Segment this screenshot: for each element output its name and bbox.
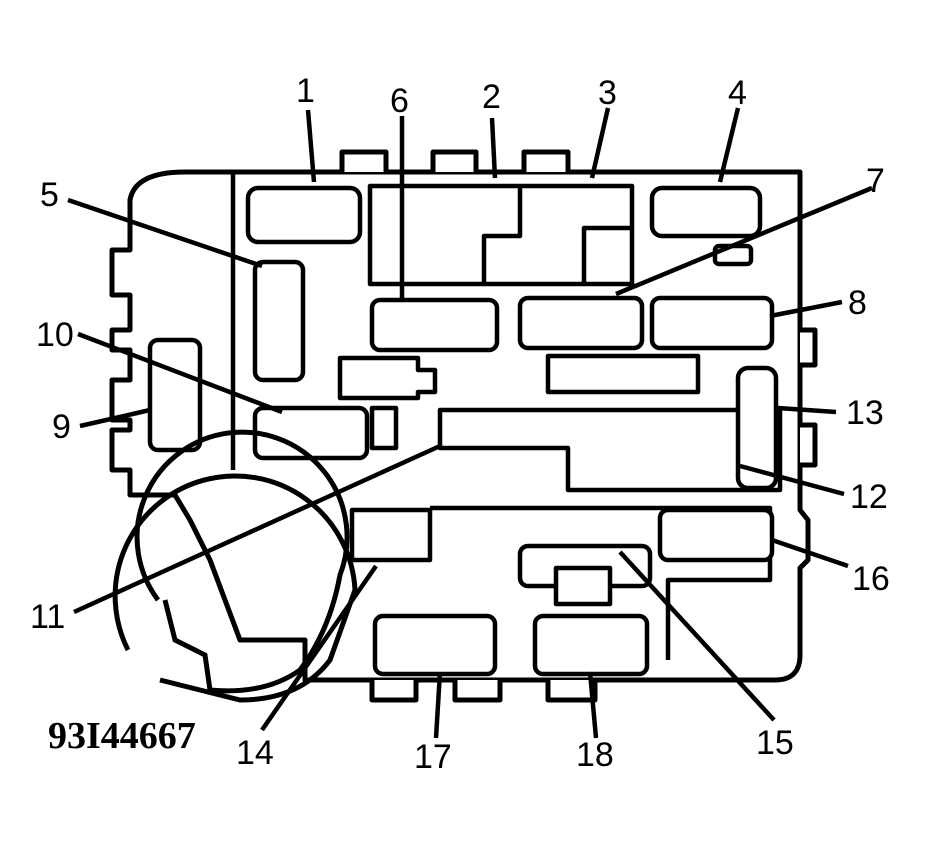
callout-17: 17 bbox=[414, 738, 452, 776]
figure-code: 93I44667 bbox=[48, 715, 196, 757]
relay-4 bbox=[649, 185, 763, 239]
leader-12 bbox=[739, 463, 845, 497]
callout-4: 4 bbox=[728, 74, 747, 112]
relay-2-inner bbox=[481, 186, 523, 284]
relay-7 bbox=[517, 295, 645, 351]
top-tab-2 bbox=[430, 149, 479, 172]
callout-2: 2 bbox=[482, 78, 501, 116]
top-tab-3 bbox=[521, 149, 571, 172]
leader-2 bbox=[489, 117, 498, 179]
callout-10: 10 bbox=[36, 316, 74, 354]
callout-7: 7 bbox=[866, 162, 885, 200]
relay-12-13 bbox=[735, 365, 779, 491]
relay-5 bbox=[252, 259, 306, 383]
callout-14: 14 bbox=[236, 734, 274, 772]
bottom-tab-3 bbox=[545, 680, 598, 703]
leader-1 bbox=[305, 109, 317, 183]
callout-18: 18 bbox=[576, 736, 614, 774]
leader-13 bbox=[777, 405, 837, 415]
callout-6: 6 bbox=[390, 82, 409, 120]
leader-4 bbox=[717, 107, 741, 183]
relay-8 bbox=[649, 295, 775, 351]
relay-10-cap bbox=[369, 405, 399, 451]
callout-8: 8 bbox=[848, 284, 867, 322]
relay-1 bbox=[245, 185, 363, 245]
callout-16: 16 bbox=[852, 560, 890, 598]
callout-9: 9 bbox=[52, 408, 71, 446]
callout-13: 13 bbox=[846, 394, 884, 432]
leader-11 bbox=[73, 443, 441, 615]
relay-17 bbox=[372, 613, 498, 677]
relay-center-right bbox=[545, 353, 701, 395]
leader-16 bbox=[771, 537, 849, 569]
callout-5: 5 bbox=[40, 176, 59, 214]
relay-6 bbox=[369, 297, 500, 353]
leader-17 bbox=[433, 671, 443, 739]
leader-18 bbox=[587, 671, 599, 739]
leader-9 bbox=[79, 407, 151, 429]
callout-1: 1 bbox=[296, 72, 315, 110]
leader-5 bbox=[67, 197, 263, 269]
leader-14 bbox=[260, 564, 378, 732]
leader-8 bbox=[769, 299, 843, 319]
top-tab-1 bbox=[339, 149, 389, 172]
bottom-tab-1 bbox=[369, 680, 419, 703]
callout-12: 12 bbox=[850, 478, 888, 516]
callout-15: 15 bbox=[756, 724, 794, 762]
callout-3: 3 bbox=[598, 74, 617, 112]
relay-18 bbox=[532, 613, 650, 677]
relay-16 bbox=[657, 507, 775, 563]
round-connector-inner bbox=[134, 429, 350, 694]
round-connector-outer bbox=[112, 473, 358, 703]
right-tab-2 bbox=[800, 422, 818, 468]
bottom-tab-2 bbox=[452, 680, 503, 703]
relay-block-center bbox=[337, 355, 438, 401]
leader-10 bbox=[77, 331, 283, 415]
relay-15-inner bbox=[553, 565, 613, 607]
relay-14 bbox=[349, 507, 433, 563]
leader-3 bbox=[589, 107, 611, 179]
relay-10 bbox=[252, 405, 370, 461]
callout-11: 11 bbox=[30, 598, 65, 636]
leader-7 bbox=[615, 185, 873, 297]
relay-9 bbox=[147, 337, 203, 453]
leader-15 bbox=[618, 550, 776, 722]
right-tab-1 bbox=[800, 327, 818, 368]
relay-3-inner bbox=[581, 225, 632, 284]
